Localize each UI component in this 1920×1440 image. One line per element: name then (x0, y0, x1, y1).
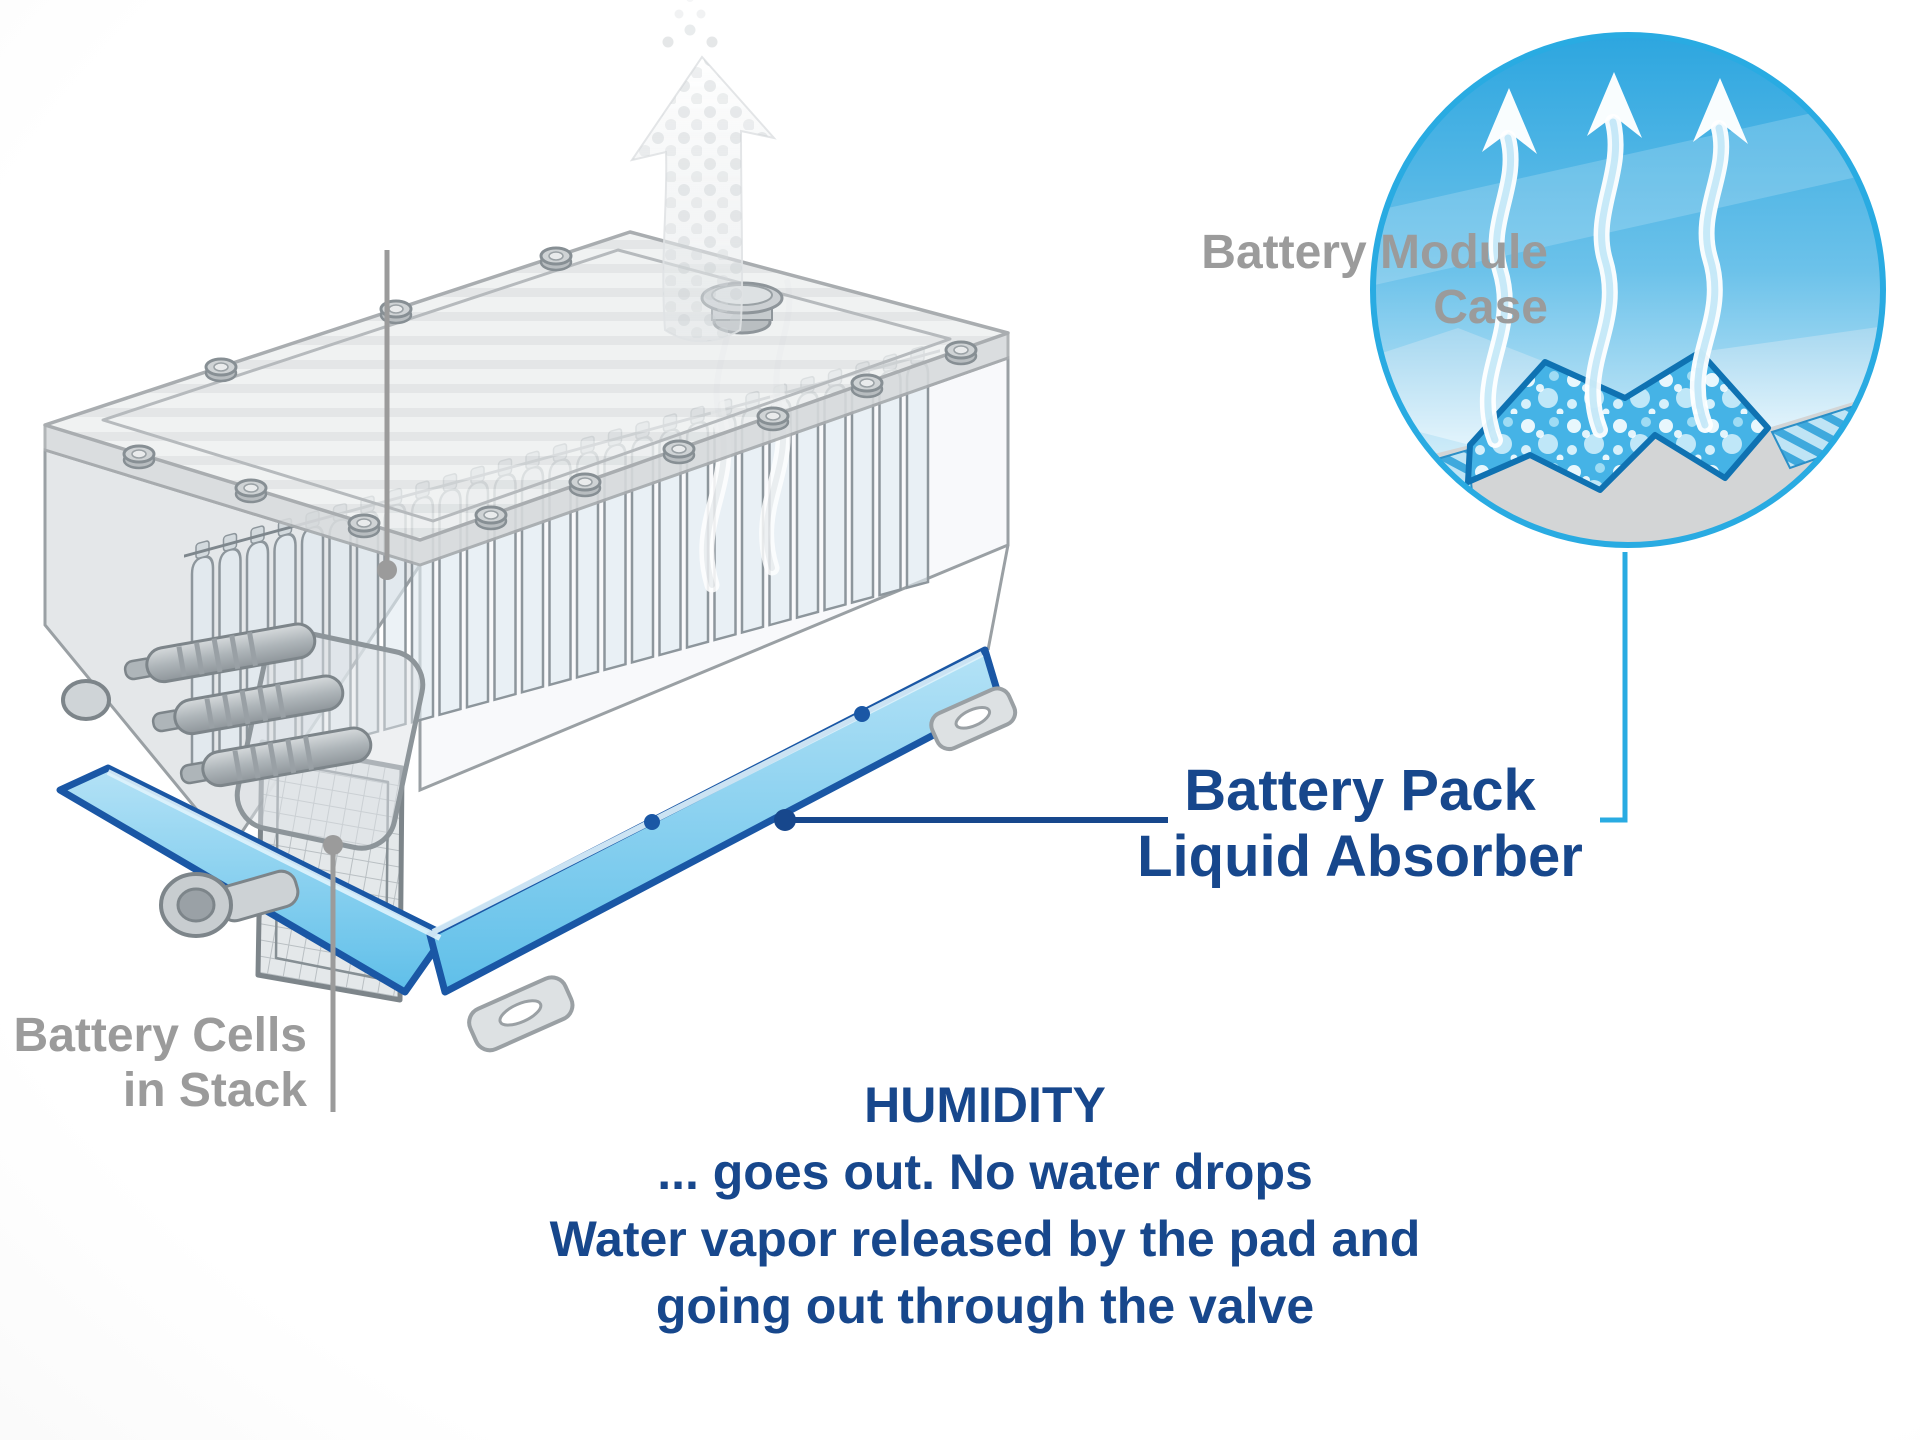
lid-screw-bosses (122, 246, 978, 539)
screw-boss-icon (756, 406, 790, 432)
cells-leader-dot (323, 835, 343, 855)
caption-line1: ... goes out. No water drops (657, 1144, 1313, 1200)
absorber-leader-dot (774, 809, 796, 831)
connector-pin (151, 674, 345, 736)
closeup-vapor-arrow-icon (1584, 72, 1642, 438)
screw-boss-icon (474, 505, 508, 531)
closeup-circle-border (1370, 32, 1886, 548)
halftone-dots (662, 0, 718, 48)
drain-valve-icon (61, 679, 300, 938)
connector-pin (123, 622, 317, 684)
screw-boss-icon (850, 373, 884, 399)
cells-label-line2: in Stack (122, 1064, 307, 1117)
battery-cell-plate (905, 361, 930, 590)
closeup-connector-line (1600, 552, 1628, 823)
pad-rib-band (1373, 448, 1474, 524)
closeup-vapor-arrow-icon (1689, 78, 1748, 433)
screw-boss-icon (539, 246, 573, 272)
caption-line3: going out through the valve (655, 1278, 1315, 1334)
lid-inner-plate (101, 248, 952, 523)
outflow-arrow-icon (629, 0, 777, 343)
caption-block: HUMIDITY ... goes out. No water drops Wa… (435, 1072, 1535, 1340)
module-case-label-line2: Case (1433, 281, 1548, 334)
pad-segment-notch (854, 706, 870, 722)
screw-boss-icon (944, 340, 978, 366)
screw-boss-icon (662, 439, 696, 465)
cable-connectors (123, 622, 426, 851)
screw-boss-icon (568, 472, 602, 498)
screw-boss-icon (234, 478, 268, 504)
mounting-foot (467, 975, 575, 1053)
screw-boss-icon (122, 444, 156, 470)
absorber-closeup-circle (1370, 32, 1886, 548)
absorber-label-line1: Battery Pack (1184, 758, 1536, 823)
screw-boss-icon (347, 513, 381, 539)
module-case-label: Battery Module Case (1201, 225, 1548, 335)
port-ring (61, 679, 111, 721)
pad-segment-notch (644, 814, 660, 830)
absorber-label-line2: Liquid Absorber (1137, 824, 1583, 889)
cells-label: Battery Cells in Stack (14, 1008, 307, 1118)
caption-line2: Water vapor released by the pad and (549, 1211, 1421, 1267)
closeup-vapor-arrow-icon (1479, 88, 1537, 448)
leader-lines (323, 250, 1628, 1112)
caption-title: HUMIDITY (864, 1077, 1106, 1133)
case-right-edge (986, 358, 1010, 651)
module-case-leader-dot (377, 560, 397, 580)
mounting-foot (929, 686, 1018, 752)
connector-pin (179, 726, 373, 788)
cells-label-line1: Battery Cells (13, 1009, 307, 1062)
absorber-label: Battery Pack Liquid Absorber (1130, 758, 1590, 890)
module-case-label-line1: Battery Module (1201, 226, 1548, 279)
screw-boss-icon (204, 357, 238, 383)
